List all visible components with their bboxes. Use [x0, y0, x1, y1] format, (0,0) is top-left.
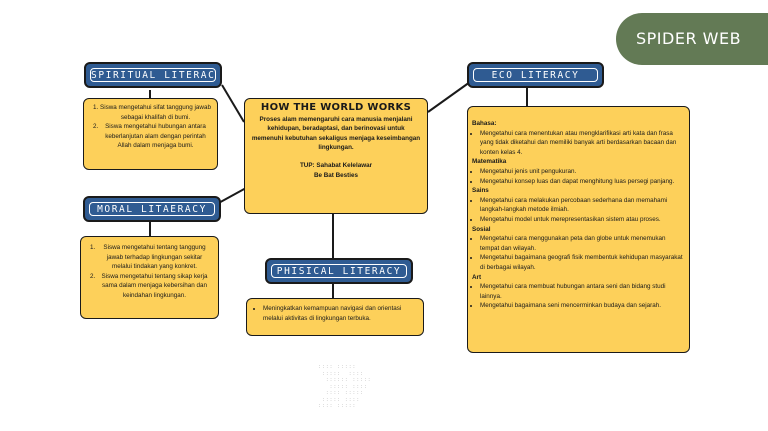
list-item: Mengetahui cara melakukan percobaan sede… — [480, 196, 685, 215]
moral-literacy-title: MORAL LITAERACY — [83, 196, 221, 222]
connector-spiritual — [221, 84, 245, 123]
center-card: HOW THE WORLD WORKS Proses alam memengar… — [244, 98, 428, 214]
section-heading: Bahasa: — [472, 120, 497, 127]
section-heading: Art — [472, 273, 482, 281]
list-item: Mengetahui cara menggunakan peta dan glo… — [480, 234, 685, 253]
list-item: Mengetahui bagaimana geografi fisik memb… — [480, 253, 685, 272]
spiritual-literacy-title: SPIRITUAL LITERACY — [84, 62, 222, 88]
eco-literacy-card: Bahasa: Mengetahui cara menentukan atau … — [467, 106, 690, 353]
badge-label: SPIDER WEB — [636, 29, 742, 48]
list-item: Siswa mengetahui tentang tanggung jawab … — [97, 243, 212, 272]
spider-web-badge: SPIDER WEB — [616, 13, 768, 65]
center-description: Proses alam memengaruhi cara manusia men… — [251, 115, 421, 152]
tup-line-2: Be Bat Besties — [313, 171, 359, 179]
dotted-watermark: :::: ::::: ::::: :::: :::::: ::::: :::::… — [318, 364, 372, 409]
physical-list: Meningkatkan kemampuan navigasi dan orie… — [247, 304, 423, 323]
center-title: HOW THE WORLD WORKS — [260, 102, 412, 113]
section-heading: Sosial — [472, 225, 491, 233]
physical-literacy-title: PHISICAL LITERACY — [265, 258, 413, 284]
list-item: Mengetahui konsep luas dan dapat menghit… — [480, 177, 685, 187]
list-item: Meningkatkan kemampuan navigasi dan orie… — [263, 304, 419, 323]
eco-section-bahasa: Bahasa: Mengetahui cara menentukan atau … — [468, 119, 689, 157]
eco-literacy-title: ECO LITERACY — [467, 62, 604, 88]
eco-section-matematika: Matematika Mengetahui jenis unit penguku… — [468, 157, 689, 186]
eco-section-art: Art Mengetahui cara membuat hubungan ant… — [468, 273, 689, 311]
moral-list: Siswa mengetahui tentang tanggung jawab … — [81, 237, 218, 301]
list-item: Siswa mengetahui sifat tanggung jawab se… — [100, 103, 211, 122]
spiritual-literacy-card: Siswa mengetahui sifat tanggung jawab se… — [83, 98, 218, 170]
list-item: Mengetahui bagaimana seni mencerminkan b… — [480, 301, 685, 311]
list-item: Mengetahui model untuk merepresentasikan… — [480, 215, 685, 225]
eco-section-sosial: Sosial Mengetahui cara menggunakan peta … — [468, 225, 689, 273]
section-heading: Matematika — [472, 158, 507, 166]
tup-line: TUP: Sahabat Kelelawar — [299, 161, 373, 169]
list-item: Siswa mengetahui tentang sikap kerja sam… — [97, 272, 212, 301]
spiritual-list: Siswa mengetahui sifat tanggung jawab se… — [84, 99, 217, 151]
list-item: Mengetahui cara membuat hubungan antara … — [480, 282, 685, 301]
connector-eco — [427, 81, 471, 113]
list-item: Mengetahui cara menentukan atau mengklar… — [480, 129, 685, 158]
list-item: Siswa mengetahui hubungan antara keberla… — [100, 122, 211, 151]
moral-literacy-card: Siswa mengetahui tentang tanggung jawab … — [80, 236, 219, 319]
eco-section-sains: Sains Mengetahui cara melakukan percobaa… — [468, 186, 689, 224]
list-item: Mengetahui jenis unit pengukuran. — [480, 167, 685, 177]
section-heading: Sains — [472, 187, 489, 195]
physical-literacy-card: Meningkatkan kemampuan navigasi dan orie… — [246, 298, 424, 336]
